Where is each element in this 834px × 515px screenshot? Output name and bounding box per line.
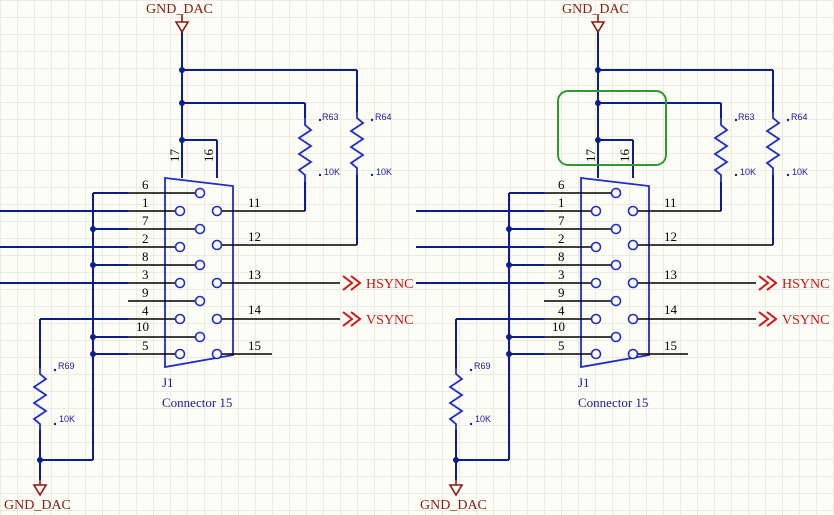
connector-designator: J1 xyxy=(162,375,174,390)
r69-designator: R69 xyxy=(474,361,491,371)
r64-value: 10K xyxy=(376,167,392,177)
pin-number: 8 xyxy=(558,249,565,264)
pin-number-16: 16 xyxy=(201,149,216,163)
pin-number: 4 xyxy=(558,303,565,318)
left-pin-numbers: 6 1 7 2 8 3 9 4 10 5 xyxy=(136,177,149,353)
pin-number: 14 xyxy=(248,302,262,317)
pin-number: 6 xyxy=(142,177,149,192)
pin-number: 12 xyxy=(664,229,677,244)
r64-designator: R64 xyxy=(791,112,808,122)
r69-value: 10K xyxy=(475,414,491,424)
pin-number: 15 xyxy=(664,338,677,353)
gnd-label-top: GND_DAC xyxy=(146,2,213,17)
connector-name: Connector 15 xyxy=(162,395,232,410)
r63-designator: R63 xyxy=(322,112,339,122)
pin-number-17: 17 xyxy=(583,149,598,163)
pin-number: 13 xyxy=(248,267,261,282)
hsync-port-label: HSYNC xyxy=(366,277,413,292)
pin-number: 8 xyxy=(142,249,149,264)
r69-value: 10K xyxy=(59,414,75,424)
pin-number: 14 xyxy=(664,302,678,317)
pin-number: 1 xyxy=(558,195,565,210)
pin-number: 6 xyxy=(558,177,565,192)
r64-value: 10K xyxy=(792,167,808,177)
pin-number: 3 xyxy=(142,267,149,282)
pin-number: 2 xyxy=(142,231,149,246)
connector-name: Connector 15 xyxy=(578,395,648,410)
gnd-label-bottom: GND_DAC xyxy=(420,498,487,513)
pin-number: 15 xyxy=(248,338,261,353)
pin-number: 9 xyxy=(142,285,149,300)
pin-number: 2 xyxy=(558,231,565,246)
vga-block-left: GND_DAC GND_DAC HSYNC VSYNC J1 Connector… xyxy=(0,2,413,513)
connector-designator: J1 xyxy=(578,375,590,390)
r69-designator: R69 xyxy=(58,361,75,371)
gnd-label-top: GND_DAC xyxy=(562,2,629,17)
pin-number: 10 xyxy=(552,319,565,334)
r64-designator: R64 xyxy=(375,112,392,122)
vsync-port-label: VSYNC xyxy=(366,313,413,328)
pin-number: 11 xyxy=(248,195,261,210)
vga-block-right: GND_DAC GND_DAC HSYNC VSYNC J1 Connector… xyxy=(415,2,829,513)
r63-value: 10K xyxy=(324,167,340,177)
r63-value: 10K xyxy=(740,167,756,177)
pin-number: 1 xyxy=(142,195,149,210)
right-pin-numbers: 11 12 13 14 15 xyxy=(664,195,678,353)
pin-number: 11 xyxy=(664,195,677,210)
pin-number: 3 xyxy=(558,267,565,282)
pin-number: 5 xyxy=(142,338,149,353)
r63-designator: R63 xyxy=(738,112,755,122)
pin-number: 12 xyxy=(248,229,261,244)
pin-number: 13 xyxy=(664,267,677,282)
pin-number: 9 xyxy=(558,285,565,300)
pin-number: 5 xyxy=(558,338,565,353)
pin-number-16: 16 xyxy=(617,149,632,163)
hsync-port-label: HSYNC xyxy=(782,277,829,292)
highlight-box xyxy=(557,90,667,166)
pin-number: 7 xyxy=(558,213,565,228)
right-pin-numbers: 11 12 13 14 15 xyxy=(248,195,262,353)
pin-number: 7 xyxy=(142,213,149,228)
pin-number: 10 xyxy=(136,319,149,334)
pin-number-17: 17 xyxy=(167,149,182,163)
vsync-port-label: VSYNC xyxy=(782,313,829,328)
left-pin-numbers: 6 1 7 2 8 3 9 4 10 5 xyxy=(552,177,565,353)
pin-number: 4 xyxy=(142,303,149,318)
gnd-label-bottom: GND_DAC xyxy=(4,498,71,513)
